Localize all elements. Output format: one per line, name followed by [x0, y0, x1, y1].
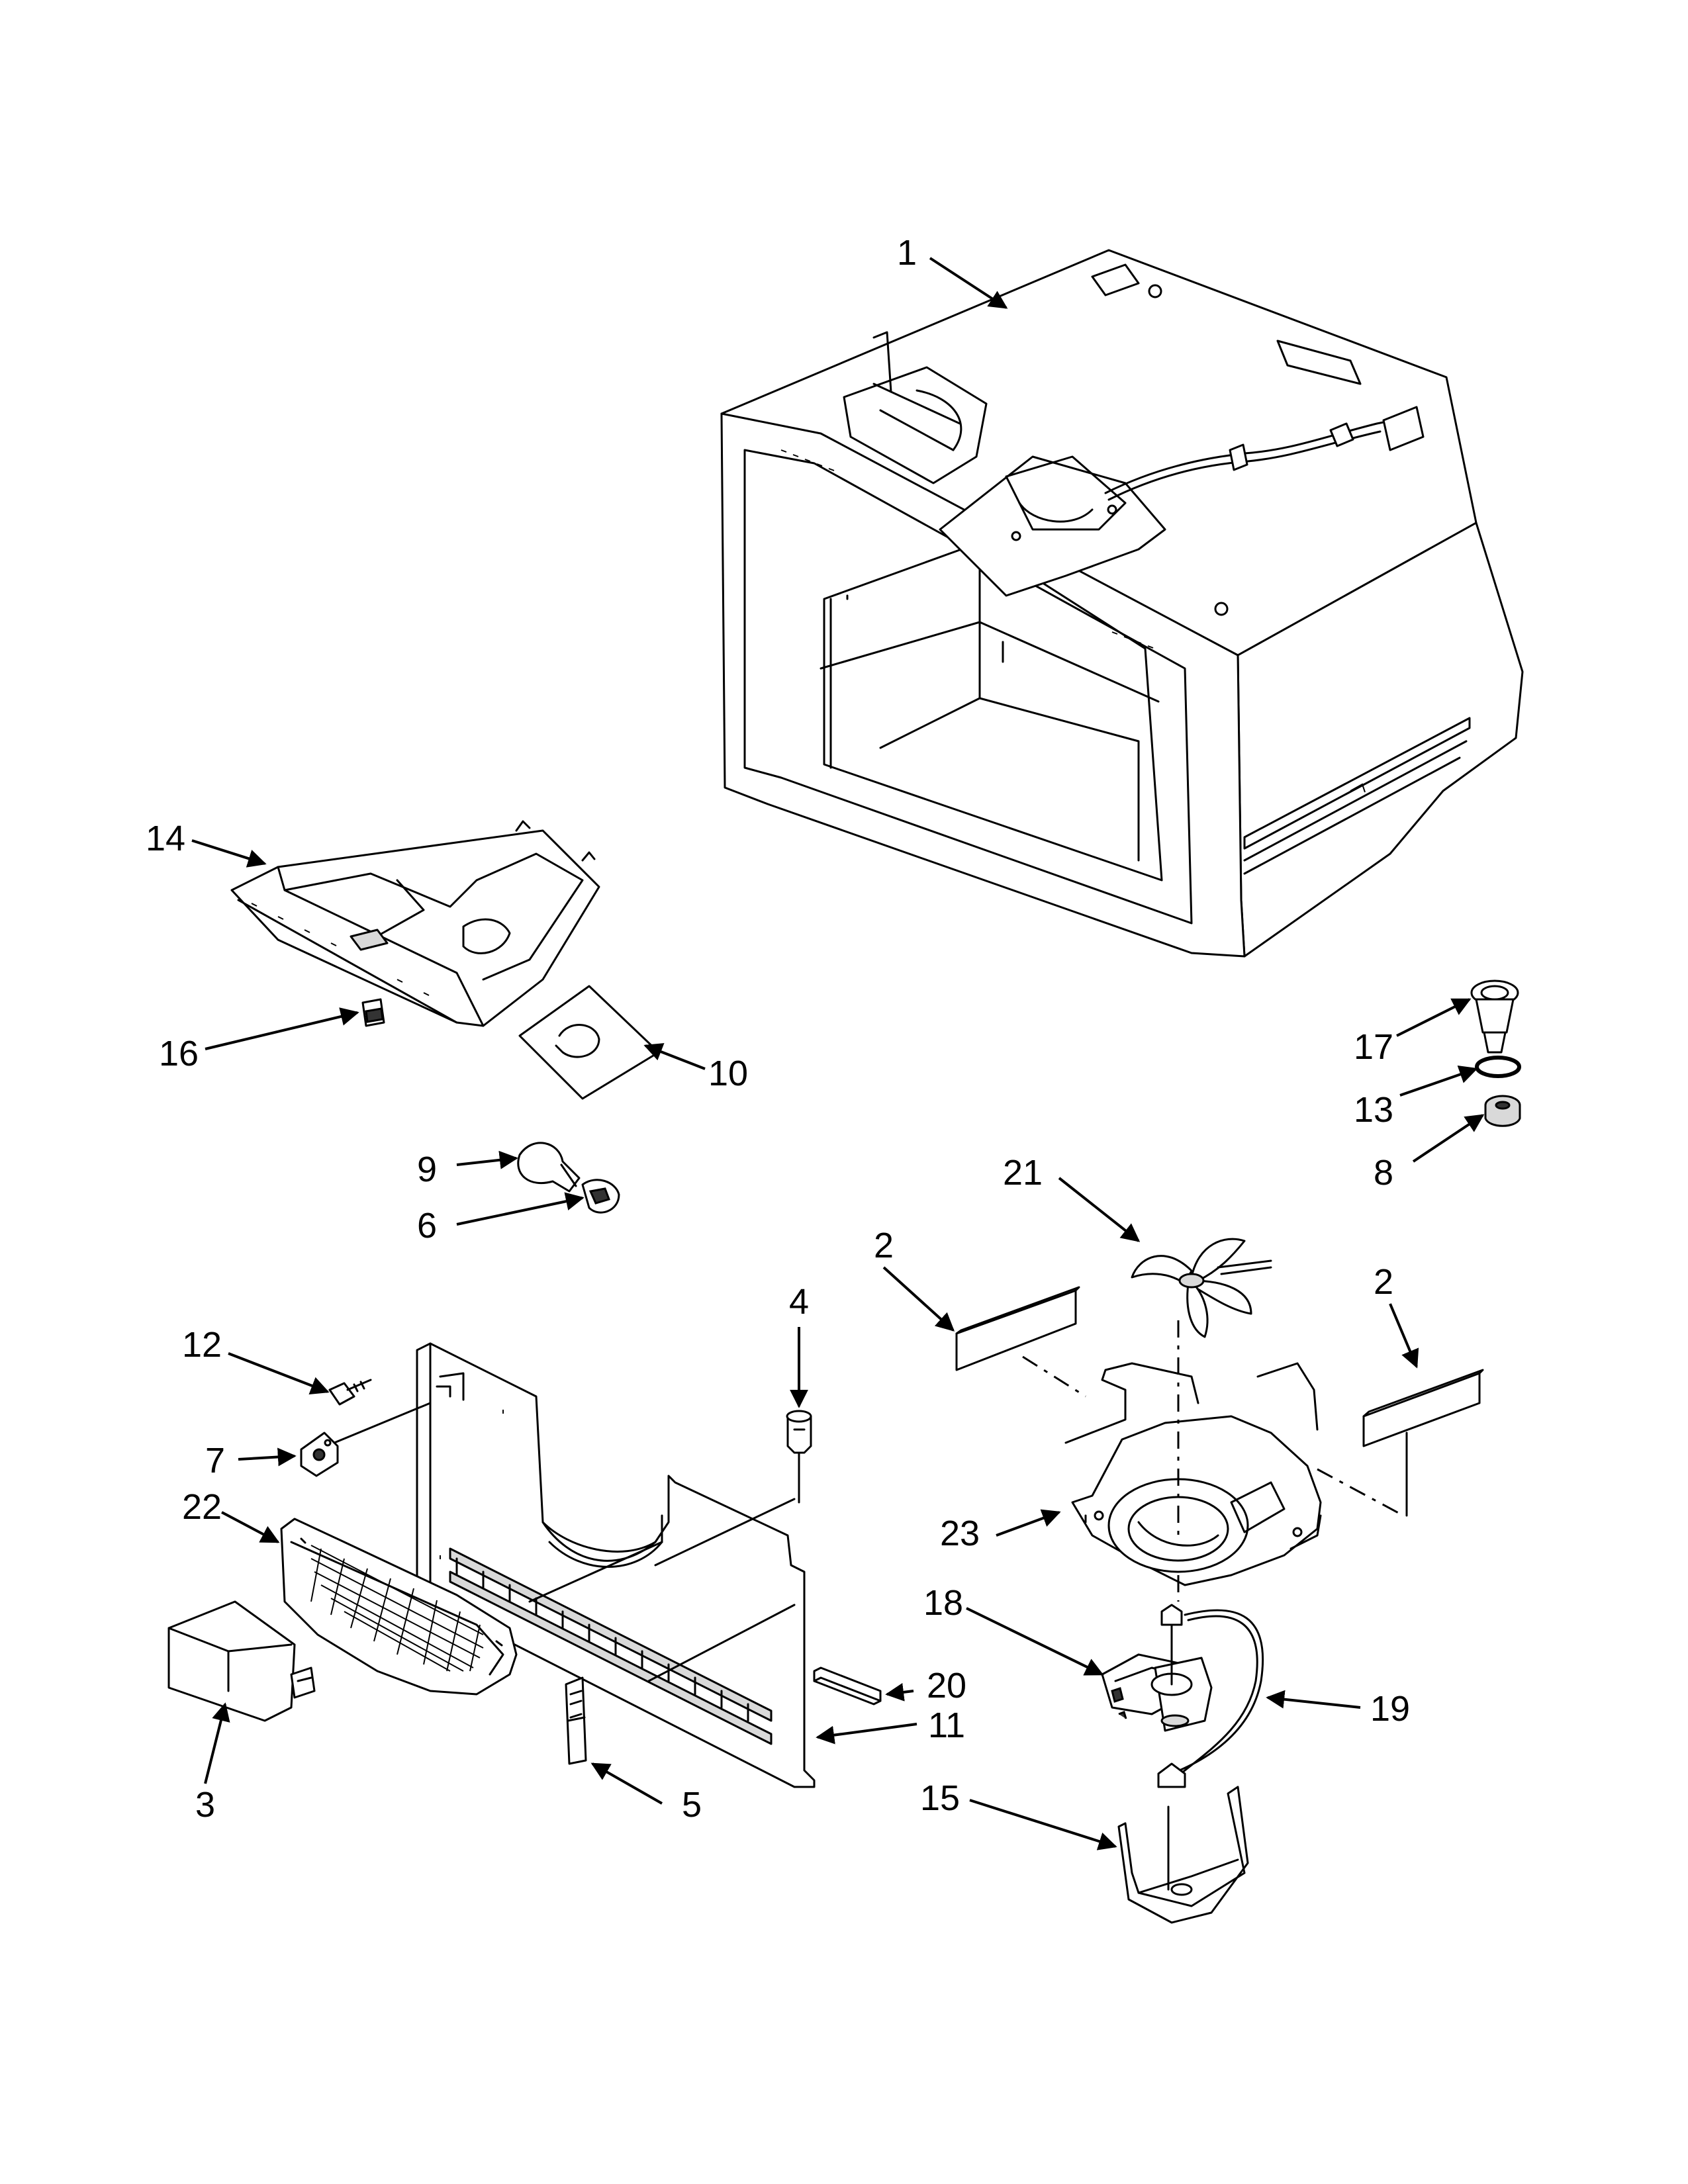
part-8-grommet — [1484, 1095, 1521, 1127]
part-17-drain-fitting — [1470, 979, 1519, 1054]
part-22-grille — [280, 1518, 518, 1696]
leader-3 — [204, 1702, 230, 1784]
leader-6 — [456, 1192, 585, 1226]
callout-20: 20 — [927, 1666, 966, 1706]
leader-11 — [816, 1723, 917, 1745]
leader-8 — [1412, 1114, 1485, 1163]
leader-10 — [643, 1043, 706, 1070]
leader-18 — [966, 1607, 1104, 1676]
part-4-thermistor — [786, 1410, 812, 1504]
leader-23 — [996, 1509, 1061, 1537]
callout-2b: 2 — [1374, 1262, 1393, 1302]
leader-19 — [1266, 1690, 1361, 1709]
leader-7 — [238, 1447, 297, 1467]
callout-18: 18 — [923, 1583, 963, 1623]
callout-16: 16 — [159, 1034, 199, 1073]
leader-12 — [228, 1352, 330, 1394]
part-10-label — [518, 985, 660, 1100]
leader-22 — [221, 1511, 280, 1543]
leader-2a — [882, 1266, 955, 1332]
callout-15: 15 — [920, 1778, 960, 1818]
part-23-fan-housing — [1064, 1362, 1322, 1586]
grille-holes — [310, 1545, 484, 1672]
leader-lines — [191, 257, 1485, 1850]
leader-9 — [456, 1150, 518, 1169]
part-18-fan-motor — [1101, 1604, 1213, 1732]
leader-20 — [885, 1682, 914, 1702]
part-2-insulation-right — [1362, 1369, 1484, 1447]
part-11-rear-panel — [416, 1342, 816, 1788]
part-12-screw — [328, 1379, 372, 1406]
part-5-part — [565, 1676, 587, 1765]
callout-4: 4 — [789, 1282, 809, 1322]
leader-17 — [1396, 998, 1472, 1037]
vent-dots — [780, 449, 1154, 649]
part-21-fan-blade — [1131, 1238, 1272, 1338]
callout-2a: 2 — [874, 1226, 894, 1265]
leader-15 — [969, 1799, 1117, 1850]
callout-3: 3 — [195, 1785, 215, 1825]
callout-numbers: 1 2 2 3 4 5 6 7 8 9 10 11 12 13 14 15 16… — [146, 233, 1410, 1825]
leader-16 — [205, 1007, 359, 1050]
callout-14: 14 — [146, 819, 185, 858]
callout-22: 22 — [182, 1487, 222, 1527]
callout-17: 17 — [1354, 1027, 1393, 1067]
part-20-foam-strip — [813, 1666, 882, 1706]
callout-23: 23 — [940, 1514, 980, 1553]
leader-5 — [590, 1762, 663, 1805]
callout-7: 7 — [205, 1441, 225, 1480]
assembly-guide-lines — [1022, 1320, 1408, 1880]
leader-13 — [1399, 1066, 1478, 1097]
part-19-wire-harness — [1157, 1609, 1264, 1788]
part-7-bracket-plate — [300, 1402, 432, 1477]
callout-1: 1 — [897, 233, 917, 273]
part-15-motor-bracket — [1117, 1786, 1249, 1924]
callout-12: 12 — [182, 1325, 222, 1365]
leader-14 — [191, 839, 267, 868]
leader-21 — [1058, 1177, 1141, 1242]
callout-10: 10 — [708, 1054, 748, 1093]
part-9-light-bulb — [517, 1142, 581, 1193]
part-16-switch — [361, 998, 385, 1027]
callout-11: 11 — [928, 1706, 965, 1745]
callout-21: 21 — [1003, 1153, 1043, 1193]
part-2-insulation-left — [955, 1286, 1080, 1371]
part-14-housing — [230, 820, 600, 1027]
callout-9: 9 — [417, 1150, 437, 1189]
callout-8: 8 — [1374, 1153, 1393, 1193]
callout-6: 6 — [417, 1206, 437, 1246]
callout-19: 19 — [1370, 1689, 1410, 1729]
part-13-o-ring — [1475, 1056, 1521, 1078]
callout-13: 13 — [1354, 1090, 1393, 1130]
leader-1 — [929, 257, 1008, 309]
part-6-socket — [581, 1179, 620, 1214]
part-3-cover — [167, 1600, 316, 1722]
leader-2b — [1389, 1303, 1419, 1369]
part-1-freezer-liner — [720, 249, 1524, 958]
callout-5: 5 — [682, 1785, 702, 1825]
